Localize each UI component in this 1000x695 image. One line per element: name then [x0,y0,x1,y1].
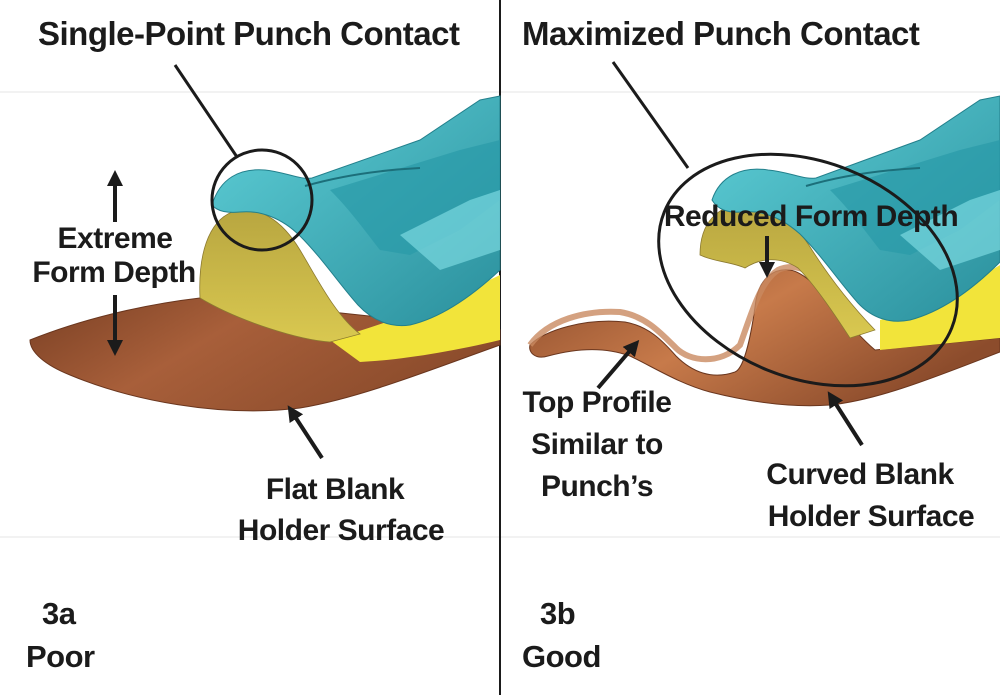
top-profile-label-line1: Top Profile [522,386,672,419]
extreme-depth-label-line1: Extreme [57,222,173,255]
flat-surface-label-line2: Holder Surface [237,514,445,547]
right-die-model [527,95,1000,407]
blank-top-profile [527,263,833,363]
left-panel-title: Single-Point Punch Contact [38,15,460,52]
extreme-depth-label-line2: Form Depth [32,256,196,289]
punch-highlight [900,190,1000,270]
top-profile-arrow [596,339,640,390]
reduced-depth-label: Reduced Form Depth [663,200,959,233]
curved-surface-label-line2: Holder Surface [767,500,975,533]
left-die-model [29,95,501,412]
left-figure-number: 3a [42,596,76,631]
single-contact-circle [210,148,314,252]
title-leader-line [611,61,690,169]
punch-highlight [400,190,500,270]
top-profile-label-line2: Similar to [531,428,663,461]
formed-wall [199,209,361,343]
punch-edge [304,167,421,187]
maximized-contact-ellipse [657,152,959,388]
flat-surface-arrow [287,405,324,460]
right-panel-title: Maximized Punch Contact [522,15,920,52]
flat-surface-label-line1: Flat Blank [265,473,405,506]
right-figure-number: 3b [540,596,576,631]
title-leader-line [173,64,239,158]
top-profile-label-line3: Punch’s [540,470,654,503]
left-rating: Poor [26,639,95,674]
curved-surface-label-line1: Curved Blank [766,458,954,491]
right-rating: Good [522,639,601,674]
curved-surface-arrow [827,391,864,447]
